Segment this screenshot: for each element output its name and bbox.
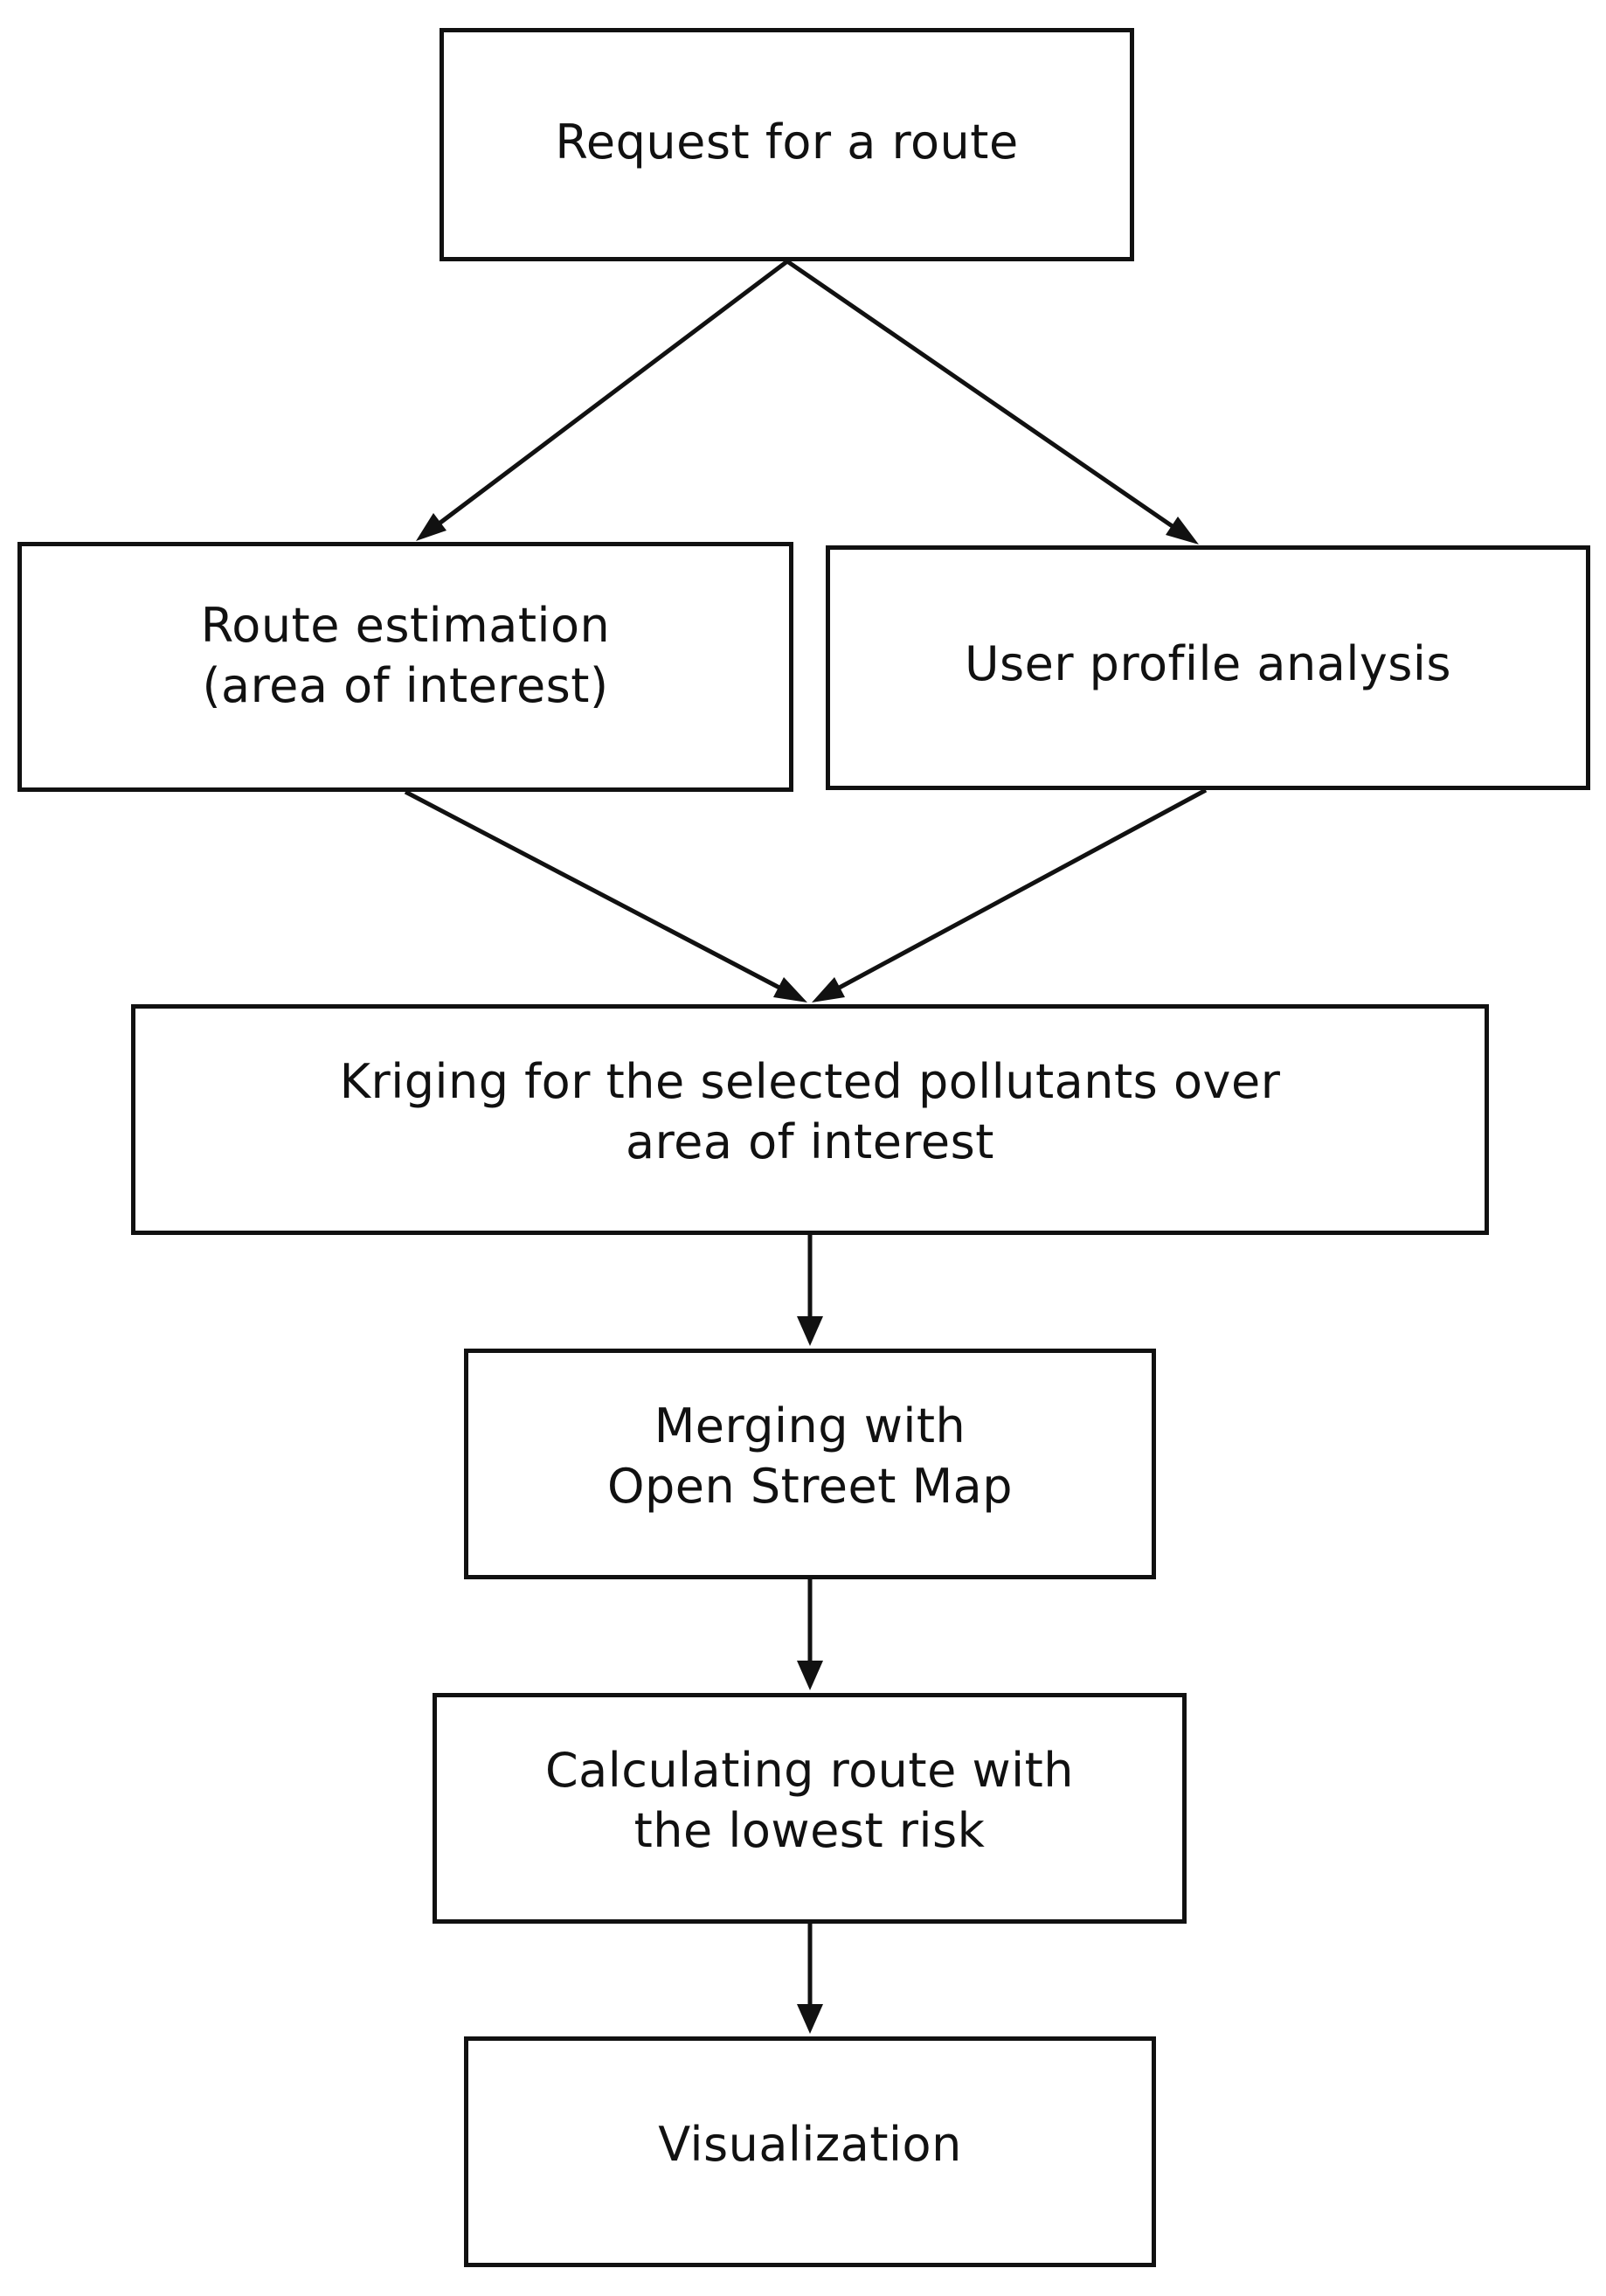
- node-calculating-route: Calculating route with the lowest risk: [433, 1693, 1187, 1924]
- node-route-estimation: Route estimation (area of interest): [17, 542, 793, 792]
- node-calculating-route-label: Calculating route with the lowest risk: [544, 1743, 1075, 1858]
- node-kriging: Kriging for the selected pollutants over…: [131, 1004, 1489, 1235]
- arrow-calculating-to-visualization: [797, 1924, 823, 2034]
- node-visualization-label: Visualization: [658, 2116, 962, 2172]
- node-merging-open-street-map-label: Merging with Open Street Map: [606, 1398, 1014, 1514]
- arrow-kriging-to-merging: [797, 1235, 823, 1346]
- node-kriging-label: Kriging for the selected pollutants over…: [339, 1054, 1281, 1169]
- arrow-request-to-route-estimation: [416, 260, 789, 541]
- node-request-route: Request for a route: [440, 28, 1134, 261]
- arrow-request-to-user-profile: [786, 259, 1199, 545]
- arrow-merging-to-calculating: [797, 1579, 823, 1690]
- arrow-user-profile-to-kriging: [812, 787, 1208, 1002]
- node-user-profile-analysis-label: User profile analysis: [964, 635, 1452, 691]
- node-request-route-label: Request for a route: [555, 114, 1019, 170]
- node-merging-open-street-map: Merging with Open Street Map: [464, 1349, 1156, 1579]
- node-visualization: Visualization: [464, 2036, 1156, 2267]
- node-route-estimation-label: Route estimation (area of interest): [200, 598, 611, 713]
- arrow-route-estimation-to-kriging: [404, 789, 807, 1002]
- node-user-profile-analysis: User profile analysis: [826, 545, 1590, 790]
